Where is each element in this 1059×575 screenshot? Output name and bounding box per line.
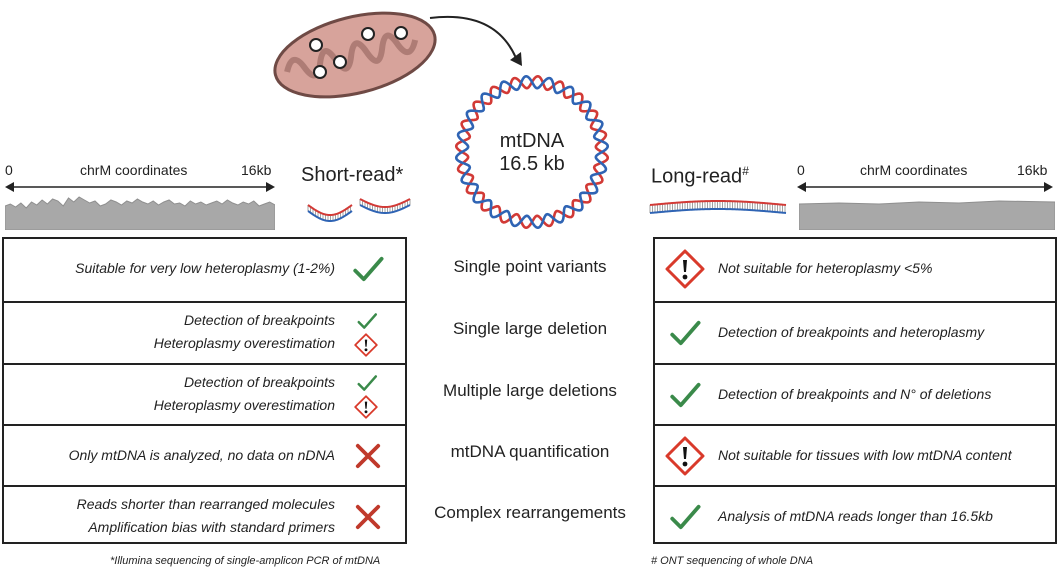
long-read-coverage-track <box>799 200 1055 230</box>
warning-icon <box>665 249 705 289</box>
long-read-row-text: Not suitable for tissues with low mtDNA … <box>718 446 1012 463</box>
dna-strand-blue <box>454 74 610 230</box>
long-read-row: Detection of breakpoints and N° of delet… <box>655 363 1055 424</box>
mtdna-label-line1: mtDNA <box>499 130 565 152</box>
mtdna-copy-marker <box>394 26 408 40</box>
long-read-footnote: # ONT sequencing of whole DNA <box>651 555 814 567</box>
coverage-end-label: 16kb <box>241 162 272 178</box>
check-icon <box>357 313 378 329</box>
mtdna-size-label: mtDNA 16.5 kb <box>482 130 582 176</box>
long-read-row-text: Not suitable for heteroplasmy <5% <box>718 260 933 276</box>
check-icon <box>670 382 701 407</box>
cross-icon <box>355 443 381 468</box>
mtdna-label-line2: 16.5 kb <box>499 153 565 175</box>
curved-arrow-head <box>510 52 522 66</box>
short-read-row: Only mtDNA is analyzed, no data on nDNA <box>4 424 405 485</box>
short-read-panel: Suitable for very low heteroplasmy (1-2%… <box>2 237 407 544</box>
long-read-row: Not suitable for heteroplasmy <5% <box>655 239 1055 301</box>
coverage-start-label: 0 <box>5 162 13 178</box>
short-read-row-text: Suitable for very low heteroplasmy (1-2%… <box>75 260 335 276</box>
mitochondrion-cristae <box>284 32 419 79</box>
mtdna-copy-marker <box>333 55 347 69</box>
cross-icon <box>355 504 381 529</box>
long-read-row: Detection of breakpoints and heteroplasm… <box>655 301 1055 363</box>
mitochondrion-illustration <box>273 11 522 99</box>
coverage-axis-label: chrM coordinates <box>80 162 188 178</box>
long-read-coverage: 0 chrM coordinates 16kb <box>795 158 1055 232</box>
short-read-row-text: Detection of breakpoints <box>184 312 335 328</box>
short-read-coverage: 0 chrM coordinates 16kb <box>5 158 275 232</box>
check-icon <box>357 374 378 391</box>
check-icon <box>670 320 701 346</box>
warning-icon <box>354 333 378 357</box>
warning-icon <box>354 394 378 419</box>
coverage-end-label: 16kb <box>1017 162 1048 178</box>
mtdna-copy-marker <box>313 65 327 79</box>
long-read-row: Not suitable for tissues with low mtDNA … <box>655 424 1055 485</box>
long-read-row-text: Detection of breakpoints and N° of delet… <box>718 385 992 402</box>
short-read-row-text: Heteroplasmy overestimation <box>153 335 335 351</box>
short-read-fragments-icon <box>307 198 411 223</box>
category-label: mtDNA quantification <box>450 441 610 461</box>
long-read-row-text: Detection of breakpoints and heteroplasm… <box>718 324 985 340</box>
mtdna-copy-marker <box>309 38 323 52</box>
curved-arrow <box>429 15 517 59</box>
coverage-axis-arrow <box>5 182 275 192</box>
mtdna-circle-illustration <box>454 74 610 230</box>
category-label: Single large deletion <box>452 319 608 338</box>
coverage-axis-label: chrM coordinates <box>860 162 968 178</box>
mtdna-copy-marker <box>361 27 375 41</box>
mitochondrion-outer-membrane <box>273 11 437 99</box>
long-read-row: Analysis of mtDNA reads longer than 16.5… <box>655 485 1055 546</box>
long-read-title-mark: # <box>742 164 749 178</box>
short-read-row-text: Amplification bias with standard primers <box>88 518 335 535</box>
long-read-title: Long-read# <box>651 164 749 188</box>
category-label: Multiple large deletions <box>443 380 617 400</box>
check-icon <box>670 504 701 529</box>
short-read-row-text: Only mtDNA is analyzed, no data on nDNA <box>68 446 335 463</box>
long-read-fragment-icon <box>649 199 787 214</box>
short-read-coverage-track <box>5 196 275 230</box>
long-read-row-text: Analysis of mtDNA reads longer than 16.5… <box>718 507 993 524</box>
coverage-axis-arrow <box>797 182 1053 192</box>
short-read-row-text: Heteroplasmy overestimation <box>153 396 335 413</box>
short-read-row: Suitable for very low heteroplasmy (1-2%… <box>4 239 405 301</box>
short-read-title-mark: * <box>395 164 404 186</box>
short-read-footnote: *Illumina sequencing of single-amplicon … <box>110 555 381 567</box>
coverage-start-label: 0 <box>797 162 805 178</box>
short-read-row-text: Reads shorter than rearranged molecules <box>76 495 335 512</box>
category-label: Single point variants <box>453 257 607 276</box>
check-icon <box>353 256 384 282</box>
short-read-row-text: Detection of breakpoints <box>184 373 335 390</box>
short-read-title: Short-read* <box>301 164 404 186</box>
category-label: Complex rearrangements <box>434 502 626 522</box>
warning-icon <box>665 436 705 475</box>
long-read-panel: Not suitable for heteroplasmy <5% Detecti… <box>653 237 1057 544</box>
